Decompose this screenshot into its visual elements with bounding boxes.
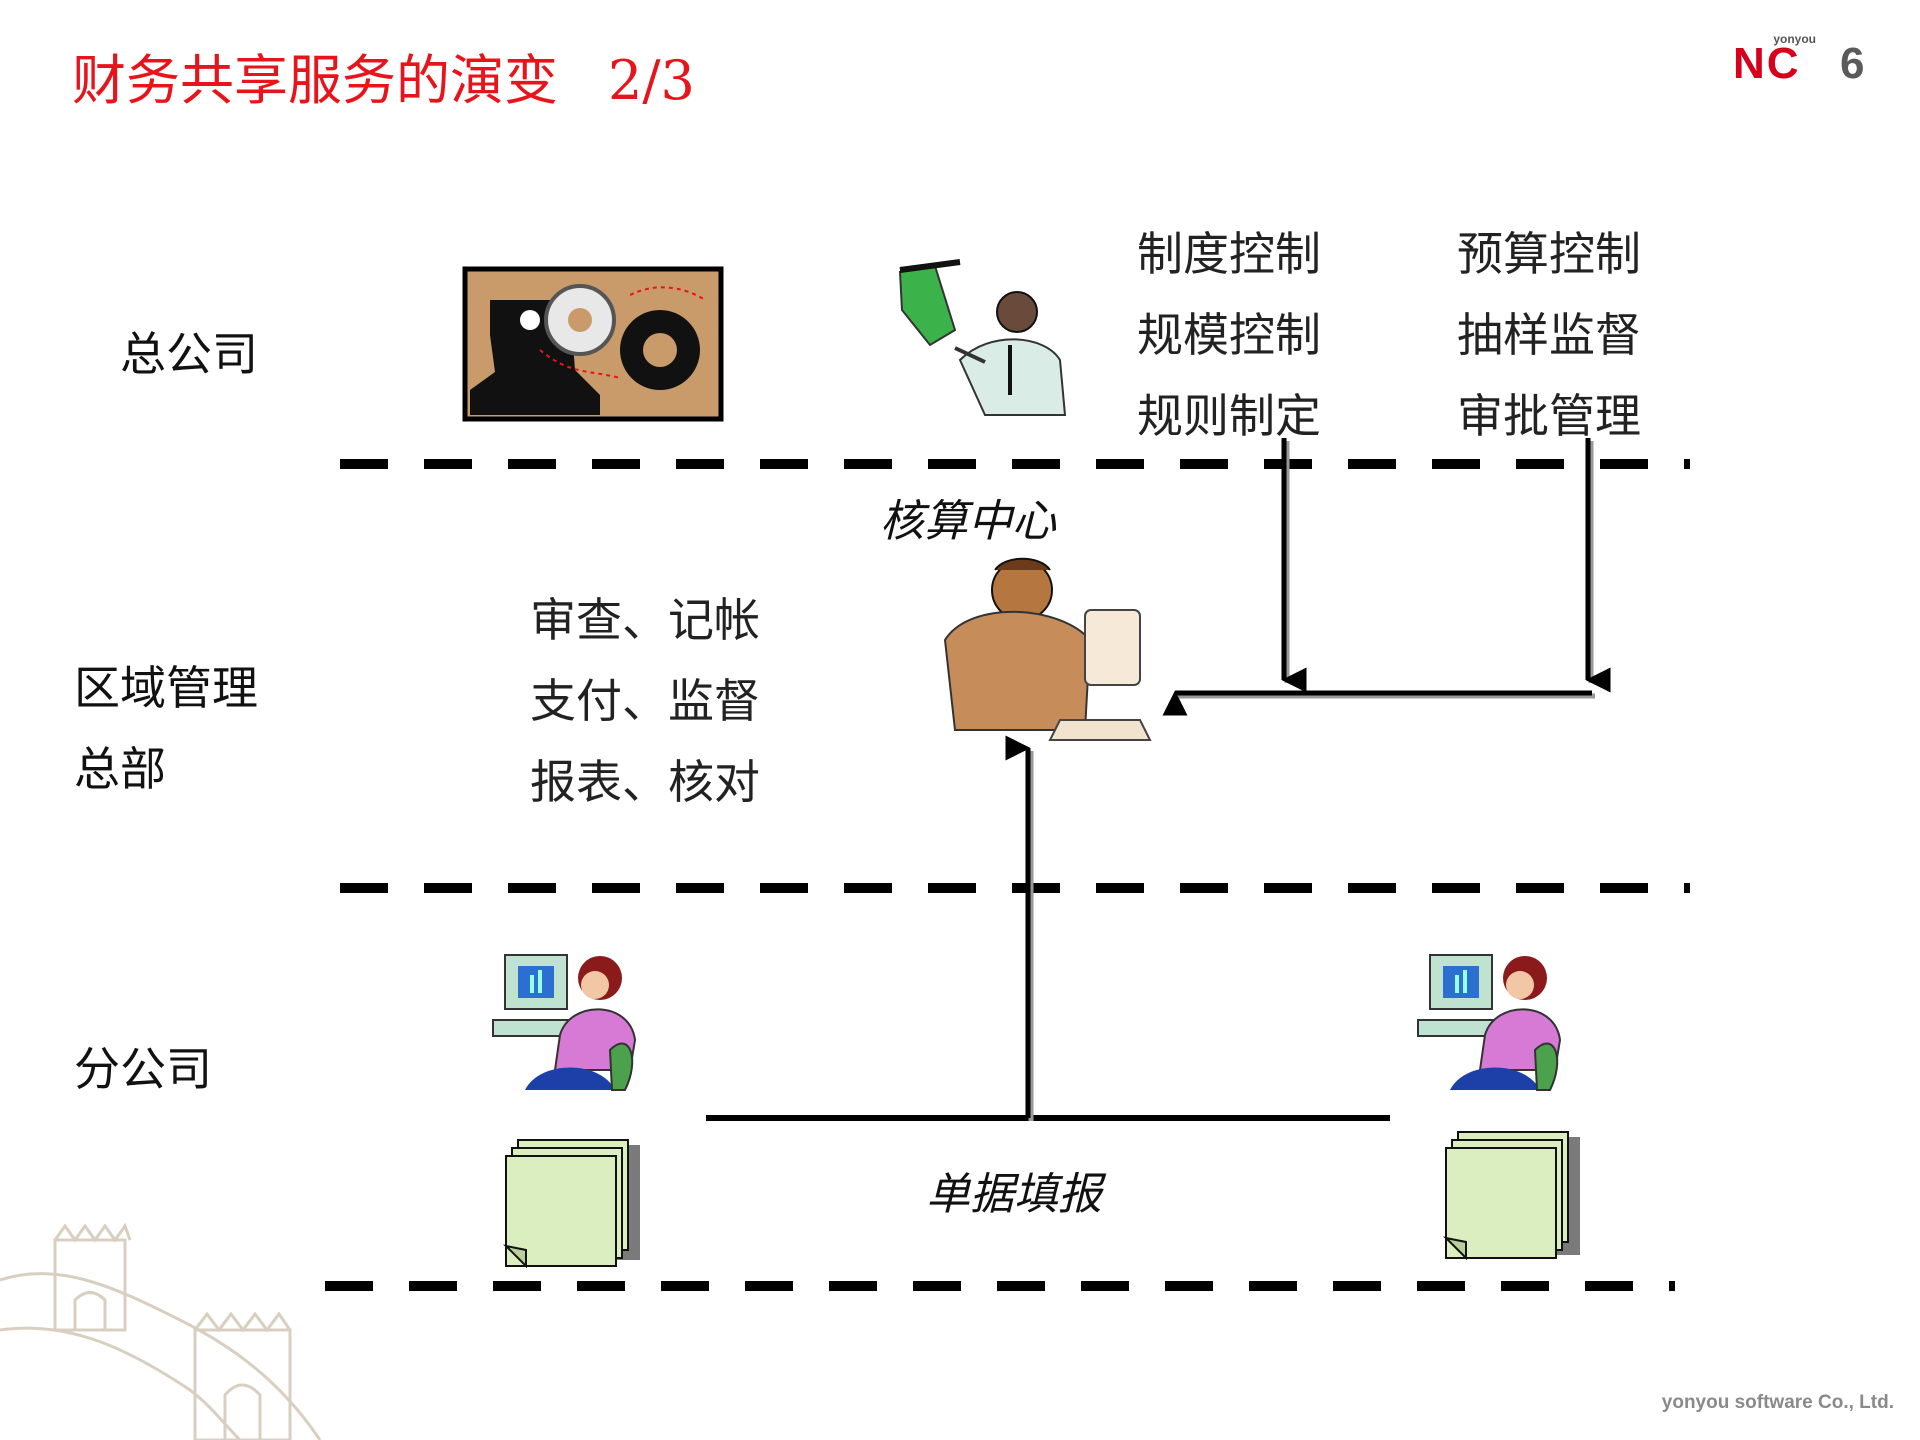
clerk-computer-clipart-left: [492, 954, 637, 1091]
teacher-board-clipart: [898, 259, 1067, 416]
nc6-logo: NC 6: [1733, 39, 1864, 88]
great-wall-watermark: [0, 1222, 322, 1440]
accountant-computer-clipart: [943, 557, 1152, 741]
tier-label-regional-line1: 区域管理: [74, 661, 258, 715]
document-stack-icon-right: [1442, 1131, 1580, 1261]
hq-controls-left: 制度控制 规模控制 规则制定: [1137, 214, 1321, 457]
slide-title: 财务共享服务的演变 2/3: [72, 36, 695, 115]
tier-label-head-office: 总公司: [120, 327, 258, 381]
logo-nc: NC: [1733, 39, 1801, 88]
branch-flow-arrows: [706, 735, 1390, 1121]
center-function-item: 支付、监督: [530, 674, 760, 728]
tier-label-branch: 分公司: [74, 1042, 212, 1096]
control-flow-arrows: [1162, 438, 1611, 716]
clerk-computer-clipart-right: [1417, 954, 1562, 1091]
presentation-gears-clipart: [462, 266, 724, 422]
document-stack-icon-left: [502, 1139, 640, 1269]
hq-control-item: 规模控制: [1137, 308, 1321, 362]
brand-small-text: yonyou: [1773, 32, 1816, 46]
hq-control-item: 规则制定: [1137, 389, 1321, 443]
hq-control-item: 预算控制: [1457, 227, 1641, 281]
center-functions: 审查、记帐 支付、监督 报表、核对: [530, 580, 760, 823]
logo-six: 6: [1840, 39, 1864, 88]
accounting-center-label: 核算中心: [880, 496, 1056, 547]
tier-label-regional-line2: 总部: [74, 742, 166, 796]
footer-text: yonyou software Co., Ltd.: [1661, 1392, 1894, 1413]
hq-control-item: 制度控制: [1137, 227, 1321, 281]
hq-control-item: 审批管理: [1457, 389, 1641, 443]
hq-control-item: 抽样监督: [1457, 308, 1641, 362]
title-text: 财务共享服务的演变: [72, 49, 558, 112]
center-function-item: 报表、核对: [530, 755, 760, 809]
hq-controls-right: 预算控制 抽样监督 审批管理: [1457, 214, 1641, 457]
branch-flow-label: 单据填报: [926, 1169, 1102, 1220]
center-function-item: 审查、记帐: [530, 593, 760, 647]
page-indicator: 2/3: [608, 49, 695, 112]
